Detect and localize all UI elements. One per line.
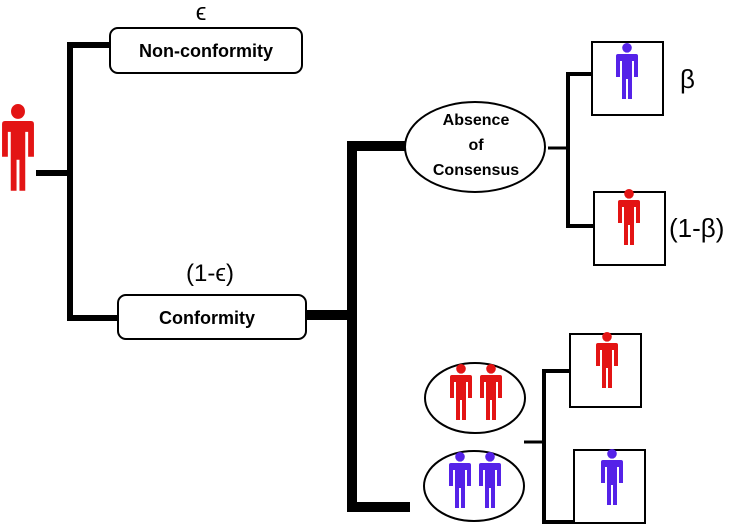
one-minus-beta-label: (1-β) [669, 213, 724, 243]
absence-label-line3: Consensus [433, 162, 519, 179]
absence-label-line1: Absence [443, 112, 510, 129]
one-minus-epsilon-label: (1-ϵ) [186, 260, 234, 287]
absence-label-line2: of [468, 137, 484, 154]
red-consensus-node [424, 362, 526, 434]
root-person-icon [2, 104, 34, 191]
blue-consensus-node [423, 450, 525, 522]
conformity-box [117, 294, 307, 340]
absence-of-consensus-node [404, 101, 546, 193]
non-conformity-label: Non-conformity [139, 41, 273, 61]
beta-label: β [680, 64, 695, 94]
epsilon-label: ϵ [196, 0, 207, 26]
tree-connectors [36, 42, 594, 524]
conformity-label: Conformity [159, 308, 255, 328]
non-conformity-box [109, 27, 303, 74]
